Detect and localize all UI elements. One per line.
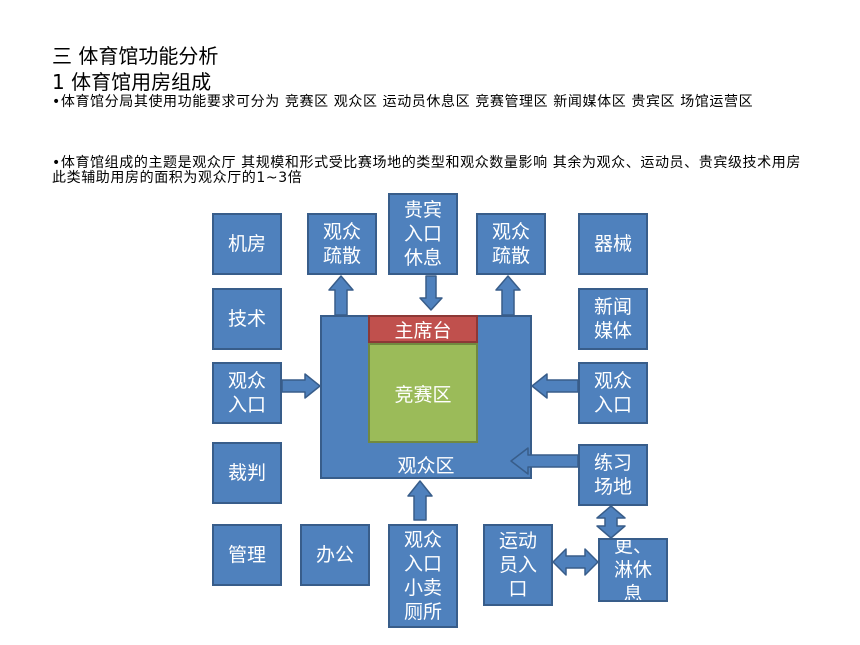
box-label-line: 更、 [613, 538, 652, 557]
competition-area-block: 竞赛区 [368, 343, 478, 443]
evacuation-left-box: 观众疏散 [307, 213, 377, 275]
arrow-right [281, 373, 321, 399]
box-label-line: 厕所 [403, 601, 442, 623]
arrow-up [328, 275, 354, 316]
box-label-line: 观众 [403, 529, 442, 551]
arrow-up [495, 275, 521, 316]
arrow-down [419, 275, 443, 311]
box-label-line: 员入 [498, 554, 537, 576]
box-label-line: 贵宾 [403, 199, 442, 221]
audience-area-label: 观众区 [397, 455, 455, 477]
referee-box: 裁判 [212, 442, 282, 504]
evacuation-right-box: 观众疏散 [476, 213, 546, 275]
athlete-entry-box: 运动员入口 [483, 524, 553, 606]
box-label-line: 新闻 [593, 296, 632, 318]
box-label-line: 小卖 [403, 577, 442, 599]
box-label-line: 观众 [491, 221, 530, 243]
arrow-up [407, 480, 433, 521]
box-label-line: 观众 [322, 221, 361, 243]
practice-field-box: 练习场地 [578, 444, 648, 506]
arrow-double-horizontal [552, 548, 599, 576]
arrow-double-vertical [596, 505, 626, 539]
box-label: 办公 [315, 544, 354, 566]
box-label-line: 运动 [498, 530, 537, 552]
competition-area-label: 竞赛区 [394, 383, 452, 406]
podium-block: 主席台 [368, 315, 478, 343]
section-heading: 三 体育馆功能分析 [52, 44, 219, 68]
box-label: 器械 [593, 233, 632, 255]
machine-room-box: 机房 [212, 213, 282, 275]
arrow-left [510, 447, 579, 475]
news-media-box: 新闻媒体 [578, 288, 648, 350]
box-label-line: 入口 [593, 394, 632, 416]
box-label-line: 疏散 [491, 245, 530, 267]
paragraph-function-zones: •体育馆分局其使用功能要求可分为 竞赛区 观众区 运动员休息区 竞赛管理区 新闻… [52, 94, 754, 110]
box-label-line: 入口 [403, 223, 442, 245]
box-label: 机房 [227, 233, 266, 255]
box-label-line: 疏散 [322, 245, 361, 267]
box-label-line: 休息 [403, 247, 442, 269]
box-label-line: 场地 [593, 476, 632, 498]
shower-rest-box: 更、淋休息 [598, 538, 668, 602]
podium-label: 主席台 [394, 319, 452, 342]
subsection-heading: 1 体育馆用房组成 [52, 70, 212, 94]
equipment-box: 器械 [578, 213, 648, 275]
box-label-line: 口 [508, 578, 528, 600]
box-label: 技术 [227, 308, 266, 330]
box-label-line: 淋休 [613, 559, 652, 581]
technical-box: 技术 [212, 288, 282, 350]
box-label: 管理 [227, 544, 266, 566]
management-box: 管理 [212, 524, 282, 586]
box-label: 裁判 [227, 462, 266, 484]
box-label-line: 观众 [227, 370, 266, 392]
box-label-line: 入口 [403, 553, 442, 575]
box-label-line: 练习 [593, 452, 632, 474]
audience-entry-left-box: 观众入口 [212, 362, 282, 424]
arrow-left [531, 373, 579, 399]
box-label-line: 息 [623, 583, 643, 602]
box-label-line: 媒体 [593, 320, 632, 342]
vip-entry-box: 贵宾入口休息 [388, 193, 458, 275]
box-label-line: 观众 [593, 370, 632, 392]
paragraph-composition: •体育馆组成的主题是观众厅 其规模和形式受比赛场地的类型和观众数量影响 其余为观… [52, 155, 801, 186]
box-label-line: 入口 [227, 394, 266, 416]
audience-entry-bottom-box: 观众入口小卖厕所 [388, 524, 458, 628]
office-box: 办公 [300, 524, 370, 586]
audience-entry-right-box: 观众入口 [578, 362, 648, 424]
